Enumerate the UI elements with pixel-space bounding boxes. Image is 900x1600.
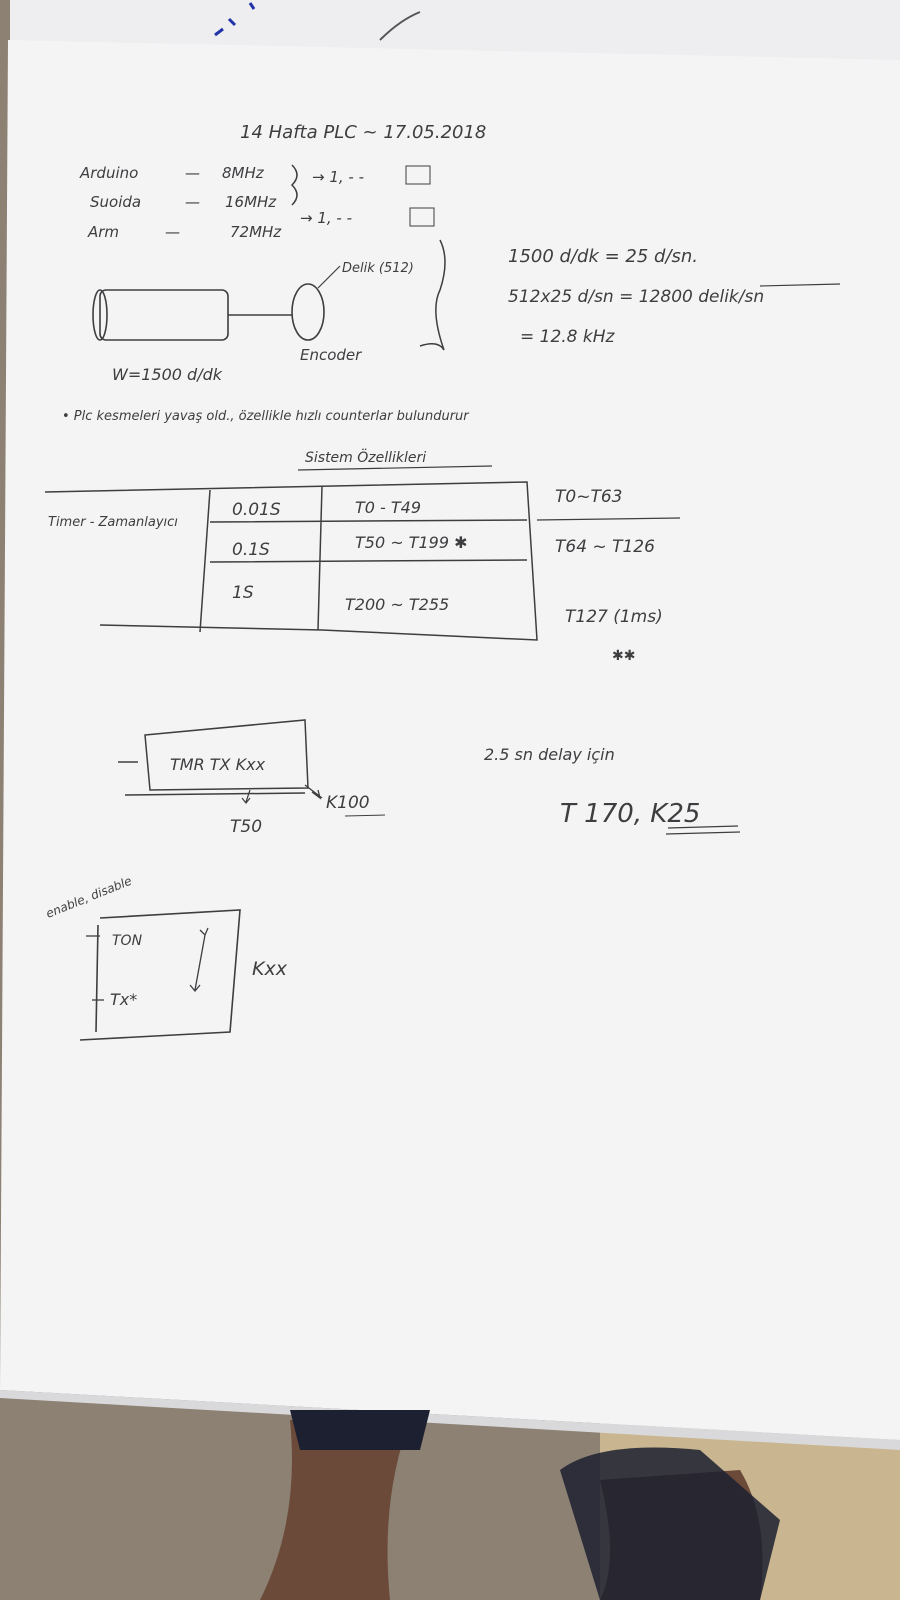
k25-underline bbox=[667, 825, 739, 829]
tmr-out-label: K100 bbox=[326, 793, 370, 813]
table-row-label: Timer - Zamanlayıcı bbox=[48, 515, 178, 530]
encoder-label: Encoder bbox=[300, 346, 362, 364]
table-cell: 1S bbox=[232, 583, 254, 603]
section-title: Sistem Özellikleri bbox=[305, 448, 426, 466]
speed-calculation: 1500 d/dk = 25 d/sn. 512x25 d/sn = 12800… bbox=[508, 246, 841, 347]
k25-underline-2 bbox=[665, 831, 741, 835]
underline bbox=[759, 283, 841, 287]
board-name: Arm bbox=[87, 223, 119, 241]
leg-left bbox=[260, 1420, 410, 1600]
arrow-note-bottom: → 1, - - bbox=[300, 209, 352, 227]
board-freq: 16MHz bbox=[225, 193, 277, 211]
table-stars: ✱✱ bbox=[612, 648, 635, 664]
big-brace bbox=[419, 239, 446, 351]
delik-label: Delik (512) bbox=[342, 261, 414, 276]
delay-note: 2.5 sn delay için T 170, K25 bbox=[484, 745, 741, 835]
board-freq: 8MHz bbox=[222, 164, 265, 182]
board-dash: — bbox=[165, 223, 180, 241]
board-name: Arduino bbox=[79, 164, 138, 182]
encoder-disc bbox=[291, 283, 325, 341]
tmr-out-arrow bbox=[304, 784, 323, 800]
table-cell: 0.01S bbox=[232, 500, 281, 520]
table-cell: T64 ~ T126 bbox=[555, 537, 655, 557]
table-outline bbox=[44, 481, 538, 641]
ton-box bbox=[79, 909, 241, 1041]
section-underline bbox=[297, 465, 493, 471]
table-cell: T50 ~ T199 ✱ bbox=[355, 533, 468, 552]
page-title: 14 Hafta PLC ~ 17.05.2018 bbox=[240, 122, 486, 143]
tmr-block-diagram: TMR TX Kxx K100 T50 bbox=[118, 719, 386, 837]
table-extension-line bbox=[536, 517, 681, 521]
arrow-note-top: → 1, - - bbox=[312, 168, 364, 186]
tx-label: Tx* bbox=[110, 990, 137, 1009]
table-cell: 0.1S bbox=[232, 540, 270, 560]
ton-label: TON bbox=[112, 933, 143, 949]
board-name: Suoida bbox=[90, 193, 141, 211]
slipper-right bbox=[560, 1447, 780, 1600]
board-dash: — bbox=[185, 164, 200, 182]
plc-note: • Plc kesmeleri yavaş old., özellikle hı… bbox=[62, 409, 470, 424]
blue-ink-scribble bbox=[214, 2, 256, 37]
paper-shadow-edge bbox=[0, 1390, 900, 1450]
table-cell: T200 ~ T255 bbox=[345, 595, 449, 614]
table-cell: T0 - T49 bbox=[355, 498, 421, 517]
boards-list: Arduino — 8MHz Suoida — 16MHz Arm — 72MH… bbox=[79, 164, 435, 241]
table-cell: T127 (1ms) bbox=[565, 607, 663, 627]
delik-arrow bbox=[317, 265, 341, 289]
calc-line-1: 1500 d/dk = 25 d/sn. bbox=[508, 246, 698, 267]
calc-line-2: 512x25 d/sn = 12800 delik/sn bbox=[508, 287, 764, 307]
main-paper-sheet bbox=[0, 40, 900, 1440]
delay-line-2: T 170, K25 bbox=[560, 799, 700, 829]
k100-underline bbox=[344, 814, 386, 817]
delay-line-1: 2.5 sn delay için bbox=[484, 745, 615, 764]
board-freq: 72MHz bbox=[230, 223, 282, 241]
kxx-label: Kxx bbox=[252, 958, 288, 980]
double-arrow-icon bbox=[189, 927, 209, 993]
timer-table: Timer - Zamanlayıcı 0.01S T0 - T49 T0~T6… bbox=[44, 481, 681, 664]
slipper-left bbox=[290, 1410, 430, 1450]
brace-right bbox=[290, 164, 298, 206]
table-cell: T0~T63 bbox=[555, 487, 622, 507]
calc-line-3: = 12.8 kHz bbox=[520, 327, 616, 347]
motor-end bbox=[92, 289, 108, 341]
rpm-label: W=1500 d/dk bbox=[112, 365, 223, 384]
pencil-scribble-top bbox=[379, 11, 421, 41]
small-box-icon bbox=[409, 207, 435, 227]
tmr-below-label: T50 bbox=[230, 817, 262, 837]
tmr-text: TMR TX Kxx bbox=[170, 755, 266, 774]
tmr-down-arrow bbox=[241, 789, 251, 804]
board-dash: — bbox=[185, 193, 200, 211]
motor-encoder-drawing: Encoder Delik (512) W=1500 d/dk bbox=[92, 239, 446, 384]
small-box-icon bbox=[405, 165, 431, 185]
